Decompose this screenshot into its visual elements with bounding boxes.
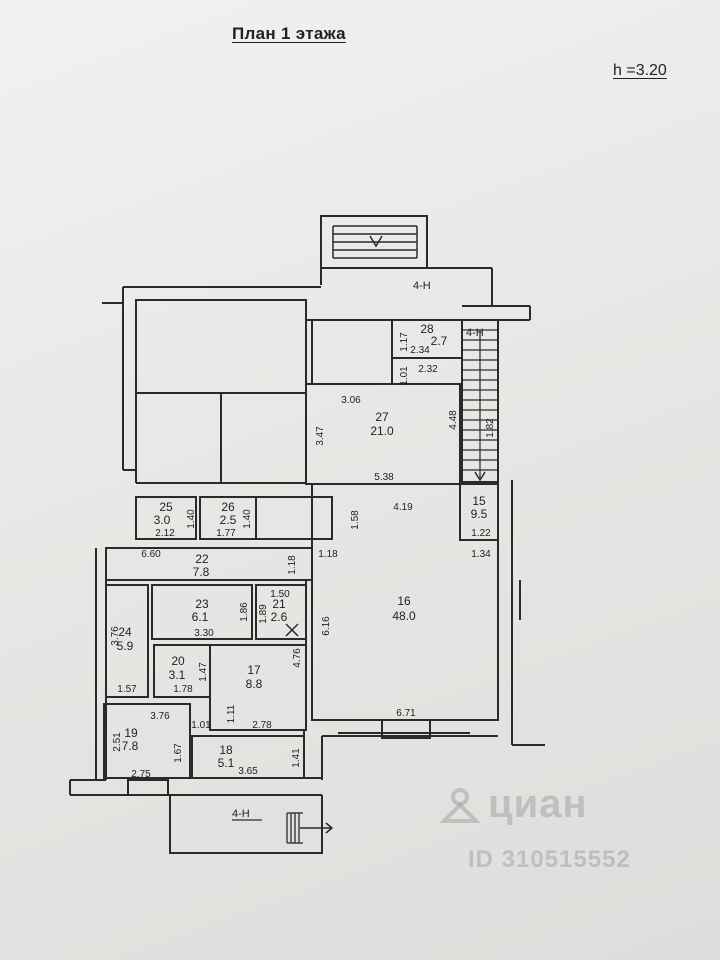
room-16 bbox=[311, 483, 499, 721]
room-27-area: 21.0 bbox=[370, 424, 394, 438]
room-17-number: 17 bbox=[247, 663, 261, 677]
dim-6-16: 6.16 bbox=[321, 616, 332, 636]
dim-1-22: 1.22 bbox=[471, 528, 491, 539]
room-19-number: 19 bbox=[124, 726, 138, 740]
room-19 bbox=[103, 703, 191, 779]
dim-1-18-a: 1.18 bbox=[287, 555, 298, 575]
dim-1-89: 1.89 bbox=[258, 604, 269, 624]
room-17-area: 8.8 bbox=[246, 677, 263, 691]
upper-mid-room bbox=[220, 392, 307, 484]
axis-label-right: 4-H bbox=[466, 327, 484, 339]
dim-3-30: 3.30 bbox=[194, 628, 214, 639]
dim-2-32: 2.32 bbox=[418, 364, 438, 375]
dim-2-75: 2.75 bbox=[131, 769, 151, 780]
dim-1-50: 1.50 bbox=[270, 589, 290, 600]
room-16-area: 48.0 bbox=[392, 609, 416, 623]
room-28-area: 2.7 bbox=[431, 334, 448, 348]
room-19-area: 7.8 bbox=[122, 739, 139, 753]
room-21-area: 2.6 bbox=[271, 610, 288, 624]
room-26-number: 26 bbox=[221, 500, 235, 514]
dim-1-34: 1.34 bbox=[471, 549, 491, 560]
room-28-number: 28 bbox=[420, 322, 434, 336]
room-25 bbox=[135, 496, 197, 540]
upper-left-room bbox=[135, 299, 307, 394]
room-22-area: 7.8 bbox=[193, 565, 210, 579]
dim-1-40-b: 1.40 bbox=[242, 509, 253, 529]
room-15-area: 9.5 bbox=[471, 507, 488, 521]
room-24-area: 5.9 bbox=[117, 639, 134, 653]
room-16-number: 16 bbox=[397, 594, 411, 608]
entrance-arrow bbox=[300, 822, 334, 834]
dim-1-67: 1.67 bbox=[173, 743, 184, 763]
room-20-area: 3.1 bbox=[169, 668, 186, 682]
dim-1-17: 1.17 bbox=[399, 332, 410, 352]
room-23-number: 23 bbox=[195, 597, 209, 611]
dim-3-06: 3.06 bbox=[341, 395, 361, 406]
cian-watermark: циан bbox=[440, 782, 588, 827]
dim-1-77: 1.77 bbox=[216, 528, 236, 539]
dim-1-41: 1.41 bbox=[291, 748, 302, 768]
room-25-area: 3.0 bbox=[154, 513, 171, 527]
room-23-area: 6.1 bbox=[192, 610, 209, 624]
room-18-area: 5.1 bbox=[218, 756, 235, 770]
watermark-listing-id: ID 310515552 bbox=[468, 846, 631, 873]
room-20-number: 20 bbox=[171, 654, 185, 668]
plan-title: План 1 этажа bbox=[232, 24, 346, 43]
watermark-brand: циан bbox=[488, 782, 588, 826]
dim-5-38: 5.38 bbox=[374, 472, 394, 483]
dim-6-60: 6.60 bbox=[141, 549, 161, 560]
room-23 bbox=[151, 584, 253, 640]
room-25-number: 25 bbox=[159, 500, 173, 514]
dim-4-48: 4.48 bbox=[448, 410, 459, 430]
dim-1-18-b: 1.18 bbox=[318, 549, 338, 560]
top-stair-arrow bbox=[369, 235, 383, 248]
dim-2-51: 2.51 bbox=[112, 732, 123, 752]
dim-4-19: 4.19 bbox=[393, 502, 413, 513]
room-26-area: 2.5 bbox=[220, 513, 237, 527]
room-24 bbox=[105, 584, 149, 698]
top-stair-treads bbox=[332, 225, 418, 259]
dim-4-76: 4.76 bbox=[292, 648, 303, 668]
bottom-window bbox=[127, 779, 169, 796]
room-15-number: 15 bbox=[472, 494, 486, 508]
dim-1-57: 1.57 bbox=[117, 684, 137, 695]
bottom-entrance bbox=[169, 795, 323, 854]
dim-3-76-a: 3.76 bbox=[110, 626, 121, 646]
dim-2-12: 2.12 bbox=[155, 528, 175, 539]
room-21-number: 21 bbox=[272, 597, 286, 611]
dim-1-11: 1.11 bbox=[226, 704, 237, 723]
dim-3-76-b: 3.76 bbox=[150, 711, 170, 722]
cian-logo-icon bbox=[440, 787, 480, 823]
right-stair-treads bbox=[462, 329, 498, 478]
dim-2-34: 2.34 bbox=[410, 345, 430, 356]
dim-1-01: 1.01 bbox=[399, 366, 410, 386]
dim-1-47: 1.47 bbox=[198, 662, 209, 682]
room-18-number: 18 bbox=[219, 743, 233, 757]
axis-label-top: 4-H bbox=[413, 280, 431, 292]
dim-1-01-b: 1.01 bbox=[191, 720, 211, 731]
ceiling-height-label: h =3.20 bbox=[613, 62, 667, 79]
dim-3-65: 3.65 bbox=[238, 766, 258, 777]
room-16-window bbox=[381, 719, 431, 739]
room-above-27 bbox=[311, 319, 393, 385]
dim-3-47: 3.47 bbox=[315, 426, 326, 446]
dim-1-58: 1.58 bbox=[350, 510, 361, 530]
room-24-number: 24 bbox=[118, 625, 132, 639]
room-27-number: 27 bbox=[375, 410, 389, 424]
dim-1-82: 1.82 bbox=[485, 418, 496, 438]
room-26-adjacent bbox=[255, 496, 333, 540]
bottom-stair-treads bbox=[286, 812, 303, 844]
dim-1-40-a: 1.40 bbox=[186, 509, 197, 529]
dim-2-78: 2.78 bbox=[252, 720, 272, 731]
room-22-number: 22 bbox=[195, 552, 209, 566]
dim-1-78: 1.78 bbox=[173, 684, 193, 695]
dim-6-71: 6.71 bbox=[396, 708, 416, 719]
dim-1-86: 1.86 bbox=[239, 602, 250, 622]
outer-wall-top-left bbox=[122, 286, 321, 306]
axis-label-bottom: 4-H bbox=[232, 808, 250, 820]
